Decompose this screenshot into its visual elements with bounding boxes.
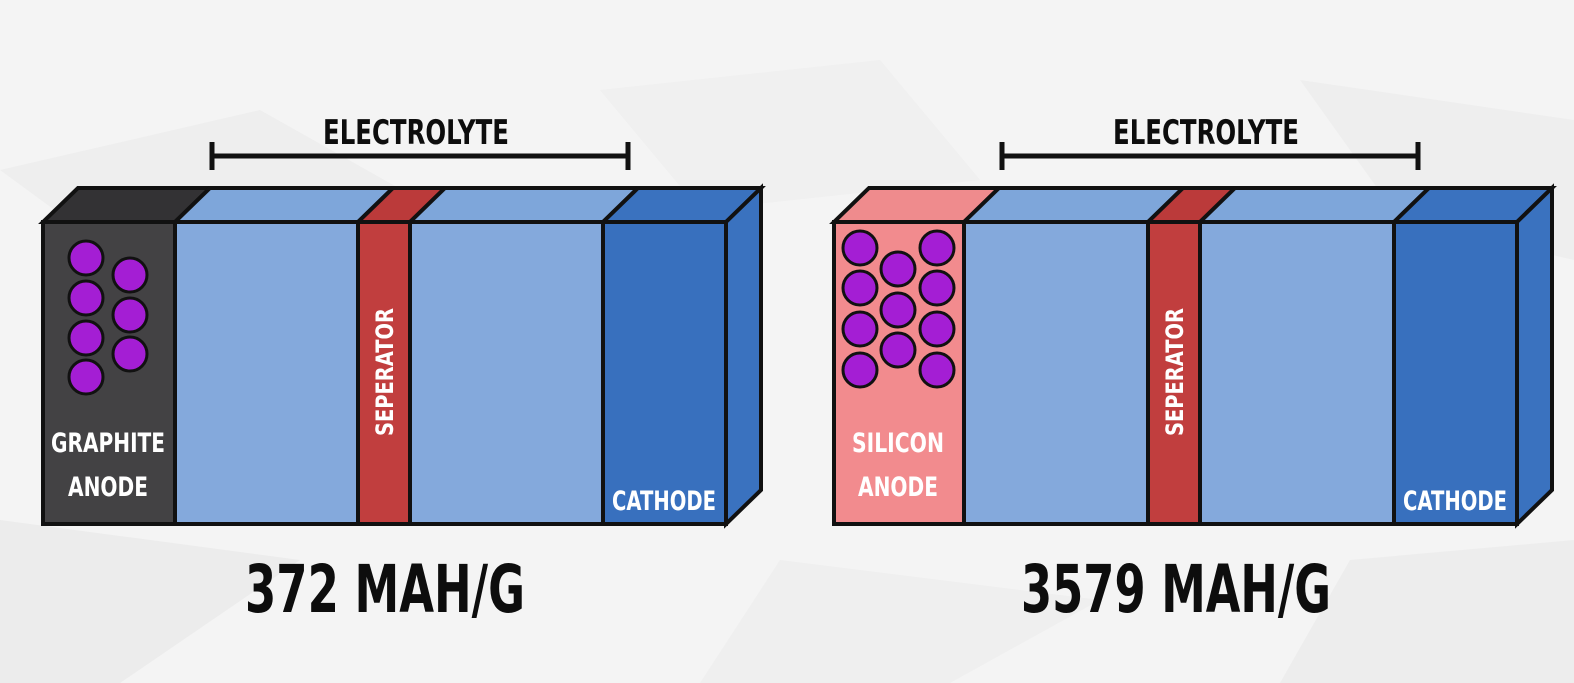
anode-label-line1: SILICON — [852, 428, 944, 459]
lithium-ions — [67, 239, 149, 396]
electrolyte-top-face — [405, 186, 643, 224]
anode-label-line2: ANODE — [68, 472, 148, 503]
lithium-ion — [918, 310, 956, 348]
lithium-ion — [841, 351, 879, 389]
lithium-ion — [879, 250, 917, 288]
anode-label-line1: GRAPHITE — [51, 428, 165, 459]
cathode — [601, 220, 728, 526]
capacity-label: 3579 MAH/G — [1021, 551, 1331, 628]
lithium-ion — [111, 256, 149, 294]
lithium-ion — [67, 279, 105, 317]
lithium-ion — [918, 229, 956, 267]
lithium-ion — [879, 291, 917, 329]
electrolyte-bracket — [209, 142, 631, 170]
graphite-anode — [41, 220, 177, 526]
lithium-ion — [111, 296, 149, 334]
lithium-ion — [67, 319, 105, 357]
lithium-ion — [111, 335, 149, 373]
silicon-battery: ELECTROLYTE SILICON ANODE — [829, 113, 1557, 628]
cathode-label: CATHODE — [1403, 486, 1507, 517]
lithium-ions — [841, 229, 956, 389]
anode-label-line2: ANODE — [858, 472, 938, 503]
electrolyte-label: ELECTROLYTE — [323, 113, 509, 153]
separator — [356, 220, 412, 526]
electrolyte-bracket — [999, 142, 1421, 170]
electrolyte-region — [962, 220, 1150, 526]
electrolyte-region — [173, 220, 360, 526]
electrolyte-top-face — [959, 186, 1188, 224]
lithium-ion — [841, 269, 879, 307]
lithium-ion — [879, 331, 917, 369]
separator-label: SEPERATOR — [1161, 308, 1189, 436]
lithium-ion — [918, 269, 956, 307]
electrolyte-top-face — [170, 186, 398, 224]
cathode-label: CATHODE — [612, 486, 716, 517]
cathode-side-face — [724, 183, 763, 529]
electrolyte-region — [408, 220, 605, 526]
electrolyte-top-face — [1195, 186, 1434, 224]
separator — [1146, 220, 1202, 526]
lithium-ion — [841, 229, 879, 267]
capacity-label: 372 MAH/G — [245, 551, 525, 628]
lithium-ion — [918, 351, 956, 389]
lithium-ion — [841, 310, 879, 348]
graphite-battery: ELECTROLYTE GRAPHITE ANODE SEPERATOR CAT… — [38, 113, 766, 628]
lithium-ion — [67, 239, 105, 277]
electrolyte-region — [1198, 220, 1396, 526]
lithium-ion — [67, 358, 105, 396]
cathode-side-face — [1515, 183, 1554, 529]
electrolyte-label: ELECTROLYTE — [1113, 113, 1299, 153]
separator-label: SEPERATOR — [371, 308, 399, 436]
cathode — [1392, 220, 1519, 526]
